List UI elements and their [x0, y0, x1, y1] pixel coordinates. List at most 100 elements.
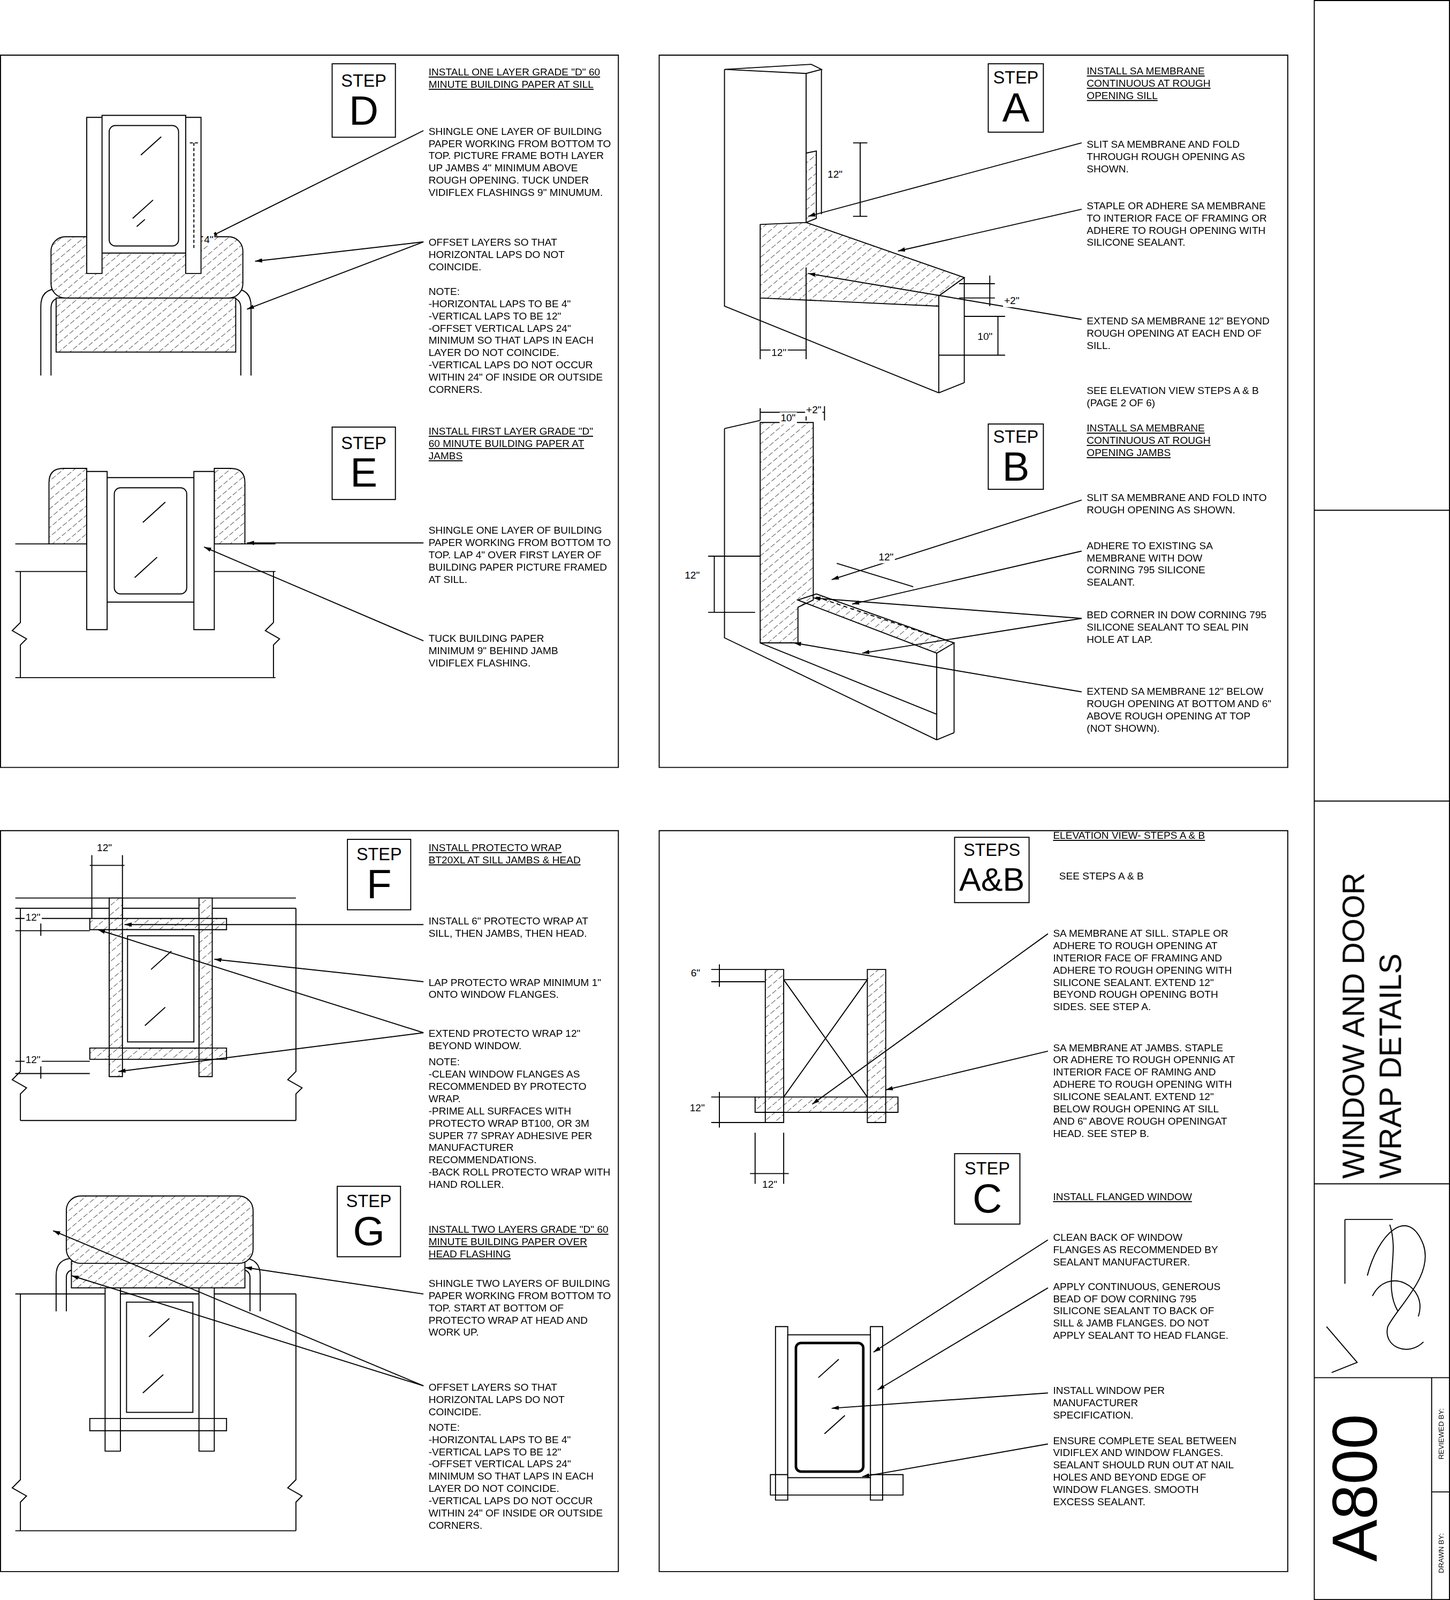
leader-line	[203, 547, 424, 641]
note-text: TUCK BUILDING PAPER MINIMUM 9" BEHIND JA…	[428, 632, 582, 670]
note-text: SHINGLE TWO LAYERS OF BUILDING PAPER WOR…	[428, 1277, 618, 1339]
leader-line	[813, 597, 1082, 619]
step-heading: INSTALL FIRST LAYER GRADE "D" 60 MINUTE …	[428, 425, 608, 463]
step-letter: F	[366, 864, 392, 903]
leader-line	[852, 550, 1082, 604]
vidiflex-flashing	[770, 1326, 903, 1500]
window-frame	[86, 471, 215, 630]
step-heading: INSTALL PROTECTO WRAP BT20XL AT SILL JAM…	[428, 841, 598, 867]
step-box: STEPG	[336, 1185, 401, 1257]
sa-membrane	[755, 969, 899, 1123]
step-word: STEP	[992, 69, 1039, 88]
window-glass	[109, 125, 179, 246]
window-glass	[126, 1302, 193, 1413]
leader-line	[97, 929, 424, 1034]
glass-mark	[134, 502, 166, 578]
leader-line	[124, 923, 424, 925]
leader-line	[246, 241, 424, 310]
note-text: -VERTICAL LAPS DO NOT OCCUR WITHIN 24" O…	[428, 1494, 613, 1532]
title-block-text: A800	[1323, 1414, 1387, 1562]
dimension: 12"	[826, 168, 844, 181]
note-text: -CLEAN WINDOW FLANGES AS RECOMMENDED BY …	[428, 1068, 613, 1106]
step-letter: B	[1001, 446, 1030, 485]
note-text: SEE ELEVATION VIEW STEPS A & B (PAGE 2 O…	[1086, 384, 1276, 410]
window-frame	[122, 929, 200, 1049]
leader-line	[245, 1267, 424, 1295]
leader-line	[862, 1444, 1049, 1477]
step-letter: G	[352, 1211, 385, 1250]
dimension-line	[708, 406, 914, 613]
dimension: 12"	[688, 1102, 706, 1115]
note-text: BED CORNER IN DOW CORNING 795 SILICONE S…	[1086, 609, 1271, 647]
note-text: LAP PROTECTO WRAP MINIMUM 1" ONTO WINDOW…	[428, 976, 618, 1001]
dimension: 12"	[770, 346, 788, 360]
sheet-title: WINDOW AND DOOR WRAP DETAILS	[1335, 841, 1409, 1179]
window-frame	[89, 1287, 227, 1452]
framing	[724, 420, 955, 740]
step-heading: INSTALL SA MEMBRANE CONTINUOUS AT ROUGH …	[1086, 65, 1240, 103]
note-text: OFFSET LAYERS SO THAT HORIZONTAL LAPS DO…	[428, 236, 603, 274]
rough-opening	[783, 979, 868, 1097]
leader-line	[898, 209, 1082, 252]
dimension: 10"	[779, 412, 797, 425]
title-block	[1314, 0, 1450, 1600]
note-text: STAPLE OR ADHERE SA MEMBRANE TO INTERIOR…	[1086, 200, 1271, 250]
note-text: NOTE:	[428, 1421, 613, 1434]
dimension: 12"	[24, 911, 42, 924]
leader-line	[214, 959, 424, 982]
dimension: 6"	[689, 967, 702, 980]
leader-line	[808, 142, 1082, 217]
rough-opening-line	[190, 142, 199, 250]
step-letter: C	[972, 1178, 1002, 1218]
hidden-line	[813, 459, 954, 643]
dimension: 12"	[24, 1053, 42, 1067]
step-box: STEPA	[987, 63, 1044, 133]
note-text: -BACK ROLL PROTECTO WRAP WITH HAND ROLLE…	[428, 1166, 613, 1191]
step-box: STEPSA&B	[953, 836, 1030, 903]
dimension-line	[15, 855, 125, 1080]
dimension: 12"	[683, 569, 701, 582]
note-text: -HORIZONTAL LAPS TO BE 4"	[428, 298, 613, 311]
note-text: NOTE:	[428, 285, 613, 299]
leader-line	[885, 1051, 1049, 1090]
dimension: 4"	[202, 233, 215, 247]
signature	[1326, 1219, 1425, 1373]
leader-line	[862, 618, 1082, 654]
step-heading: INSTALL ONE LAYER GRADE "D" 60 MINUTE BU…	[428, 66, 603, 91]
dimension: +2"	[805, 404, 823, 417]
step-word: STEP	[964, 1160, 1011, 1179]
note-text: ADHERE TO EXISTING SA MEMBRANE WITH DOW …	[1086, 539, 1250, 589]
note-text: -PRIME ALL SURFACES WITH PROTECTO WRAP B…	[428, 1105, 613, 1167]
step-letter: E	[350, 452, 378, 492]
glass-mark	[142, 1318, 170, 1393]
note-text: SA MEMBRANE AT SILL. STAPLE OR ADHERE TO…	[1052, 927, 1237, 1014]
note-text: APPLY CONTINUOUS, GENEROUS BEAD OF DOW C…	[1052, 1280, 1232, 1342]
note-text: NOTE:	[428, 1056, 613, 1069]
window-glass	[114, 487, 187, 594]
note-text: -VERTICAL LAPS TO BE 12"	[428, 310, 613, 323]
leader-line	[793, 642, 1082, 693]
leader-line	[831, 1392, 1049, 1409]
note-text: SLIT SA MEMBRANE AND FOLD THROUGH ROUGH …	[1086, 138, 1250, 176]
step-heading: ELEVATION VIEW- STEPS A & B	[1052, 829, 1232, 842]
note-text: CLEAN BACK OF WINDOW FLANGES AS RECOMMEN…	[1052, 1231, 1232, 1269]
step-box: STEPB	[987, 423, 1044, 490]
note-text: SHINGLE ONE LAYER OF BUILDING PAPER WORK…	[428, 125, 613, 199]
glass-mark	[818, 1359, 846, 1434]
building-paper-roll	[40, 289, 252, 376]
step-word: STEPS	[963, 841, 1021, 860]
step-letter: A&B	[959, 859, 1025, 899]
leader-line	[831, 499, 1082, 580]
dimension: 12"	[95, 841, 113, 855]
sa-membrane	[760, 422, 954, 654]
note-text: EXTEND PROTECTO WRAP 12" BEYOND WINDOW.	[428, 1027, 598, 1053]
step-word: STEP	[340, 71, 387, 90]
note-text: -VERTICAL LAPS DO NOT OCCUR WITHIN 24" O…	[428, 359, 613, 397]
glass-mark	[145, 951, 172, 1026]
window-glass	[127, 935, 194, 1042]
dimension: 12"	[877, 550, 895, 564]
step-letter: D	[348, 90, 379, 129]
leader-line	[246, 542, 424, 544]
